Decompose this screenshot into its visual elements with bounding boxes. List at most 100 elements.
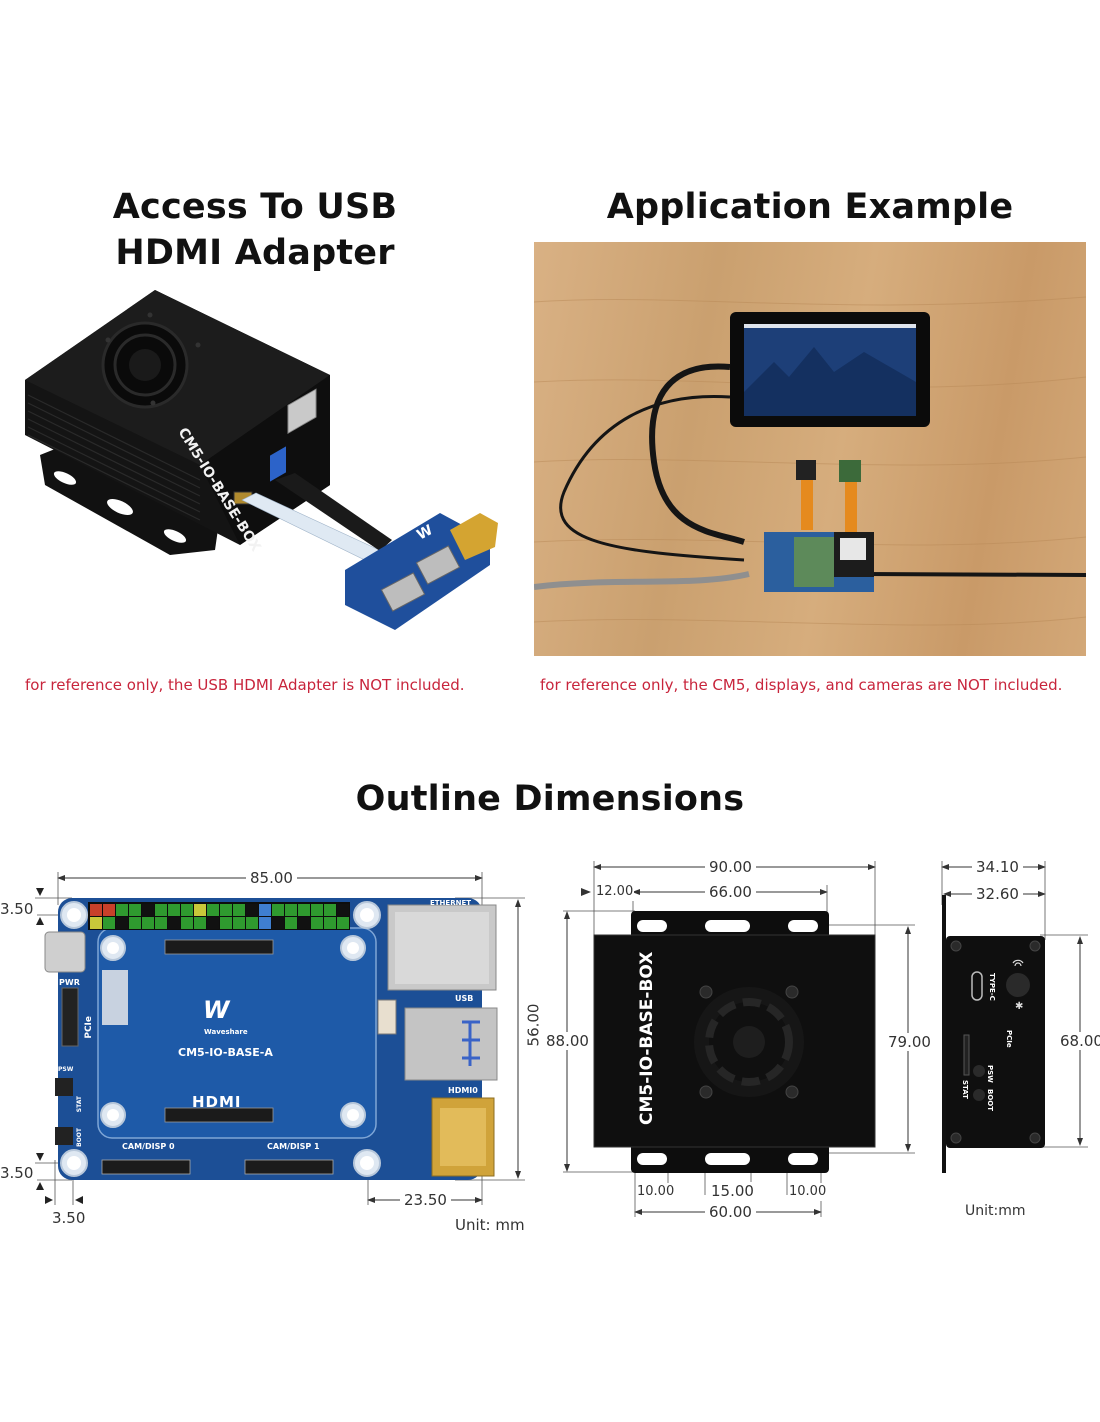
waveshare-logo-icon: W bbox=[203, 996, 230, 1024]
usb3-ports bbox=[270, 446, 286, 482]
side-usb-c-port bbox=[971, 971, 983, 1001]
gpio-pin bbox=[155, 917, 167, 929]
dim-box-overall-width: 90.00 bbox=[705, 858, 756, 876]
gpio-pin bbox=[129, 904, 141, 916]
label-pwr: PWR bbox=[59, 978, 80, 987]
box-top-dimension-drawing: CM5-IO-BASE-BOX 90.00 12.00 66.00 88.00 … bbox=[542, 855, 935, 1230]
application-note: for reference only, the CM5, displays, a… bbox=[540, 676, 1063, 694]
gpio-pin bbox=[155, 904, 167, 916]
boot-button bbox=[55, 1127, 73, 1145]
gpio-pin bbox=[207, 904, 219, 916]
fan-connector bbox=[377, 999, 397, 1035]
gpio-pin bbox=[194, 904, 206, 916]
box-body-side bbox=[946, 936, 1045, 1148]
gpio-pin bbox=[324, 904, 336, 916]
gpio-pin bbox=[311, 904, 323, 916]
gpio-pin bbox=[181, 904, 193, 916]
gpio-pin bbox=[194, 917, 206, 929]
adapter-hdmi-port bbox=[450, 513, 498, 560]
usb-hdmi-adapter-photo: W CM5-IO-BASE-BOX bbox=[20, 285, 520, 655]
gpio-pin bbox=[116, 904, 128, 916]
gpio-pin bbox=[259, 904, 271, 916]
application-example-photo bbox=[534, 242, 1086, 656]
dim-box-bracket-width: 66.00 bbox=[705, 883, 756, 901]
side-label-psw: PSW bbox=[986, 1065, 994, 1083]
usb-c-power-port bbox=[44, 931, 86, 973]
usb-cable bbox=[559, 394, 745, 562]
fpc-cable-black bbox=[275, 473, 392, 551]
usb-hdmi-title-line1: Access To USB bbox=[112, 187, 398, 227]
gpio-pin bbox=[116, 917, 128, 929]
gpio-pin bbox=[298, 904, 310, 916]
bluetooth-icon: ✱ bbox=[1015, 1001, 1023, 1012]
gpio-pin bbox=[298, 917, 310, 929]
dim-right-hole-to-edge: 23.50 bbox=[400, 1191, 451, 1209]
cm5-connector-top bbox=[164, 939, 274, 955]
box-side-dimension-lines: ✱ bbox=[941, 861, 1088, 1173]
sd-card-slot bbox=[963, 1034, 970, 1076]
dim-box-slot-span: 60.00 bbox=[705, 1203, 756, 1221]
gpio-pin bbox=[90, 917, 102, 929]
dim-board-height: 56.00 bbox=[524, 999, 543, 1051]
fan-grille-icon bbox=[101, 321, 189, 409]
label-pcie: PCIe bbox=[84, 1016, 94, 1039]
side-mounting-plate bbox=[942, 895, 946, 1173]
label-cam-disp-1: CAM/DISP 1 bbox=[267, 1142, 320, 1151]
cam-disp-0-connector bbox=[101, 1159, 191, 1175]
gpio-pin bbox=[168, 904, 180, 916]
board-unit-label: Unit: mm bbox=[455, 1216, 525, 1234]
box-case-label: CM5-IO-BASE-BOX bbox=[637, 951, 657, 1125]
gpio-pin bbox=[285, 917, 297, 929]
dim-board-width: 85.00 bbox=[246, 869, 297, 887]
dim-box-slot-left: 10.00 bbox=[636, 1183, 676, 1201]
box-top-dimension-lines bbox=[563, 861, 915, 1217]
dim-box-overall-height: 88.00 bbox=[542, 1032, 593, 1050]
dim-left-hole-offset: 3.50 bbox=[48, 1209, 90, 1227]
gpio-pin bbox=[246, 917, 258, 929]
label-boot: BOOT bbox=[76, 1128, 83, 1147]
usb-hdmi-title-line2: HDMI Adapter bbox=[115, 233, 395, 273]
adapter-usb-port-1 bbox=[415, 545, 461, 585]
usb-hdmi-note: for reference only, the USB HDMI Adapter… bbox=[25, 676, 465, 694]
hdmi-cable bbox=[649, 363, 745, 545]
outline-dimensions-title: Outline Dimensions bbox=[355, 779, 745, 819]
cam-disp-1-connector bbox=[244, 1159, 334, 1175]
pcie-fpc-connector bbox=[61, 987, 79, 1047]
gpio-pin bbox=[259, 917, 271, 929]
gpio-pin bbox=[207, 917, 219, 929]
gpio-pin bbox=[233, 904, 245, 916]
dim-bottom-hole-offset: 3.50 bbox=[0, 1164, 38, 1182]
brand-label: Waveshare bbox=[204, 1028, 248, 1036]
dim-box-bracket-offset: 12.00 bbox=[595, 883, 635, 901]
side-unit-label: Unit:mm bbox=[965, 1203, 1026, 1219]
usb-hdmi-title: Access To USB HDMI Adapter bbox=[30, 184, 480, 276]
wifi-icon bbox=[1012, 959, 1024, 967]
camera-ribbon-1 bbox=[801, 480, 813, 530]
application-illustration bbox=[534, 296, 1086, 626]
side-label-stat: STAT bbox=[961, 1080, 969, 1099]
gpio-pin bbox=[220, 917, 232, 929]
gpio-pin bbox=[142, 904, 154, 916]
gpio-pin bbox=[129, 917, 141, 929]
camera-2 bbox=[839, 460, 861, 482]
side-label-type-c: TYPE-C bbox=[988, 973, 996, 1001]
dim-box-slot-right: 10.00 bbox=[788, 1183, 828, 1201]
gpio-pin bbox=[220, 904, 232, 916]
side-boot-button bbox=[973, 1089, 985, 1101]
gpio-pin bbox=[246, 904, 258, 916]
side-label-boot: BOOT bbox=[986, 1089, 994, 1112]
camera-ribbon-2 bbox=[845, 482, 857, 532]
antenna-label bbox=[102, 970, 128, 1025]
board-name-label: CM5-IO-BASE-A bbox=[178, 1046, 273, 1059]
dim-side-overall-depth: 34.10 bbox=[972, 858, 1023, 876]
gpio-pins bbox=[90, 904, 349, 929]
adapter-usb-port-2 bbox=[380, 572, 426, 612]
application-title: Application Example bbox=[606, 187, 1014, 227]
dim-top-hole-offset: 3.50 bbox=[0, 900, 38, 918]
label-ethernet: ETHERNET bbox=[430, 899, 472, 907]
dim-side-height: 68.00 bbox=[1056, 1032, 1100, 1050]
gpio-pin bbox=[311, 917, 323, 929]
board-dimension-lines bbox=[35, 872, 525, 1205]
usb3-port bbox=[404, 1007, 498, 1081]
gpio-pin bbox=[168, 917, 180, 929]
